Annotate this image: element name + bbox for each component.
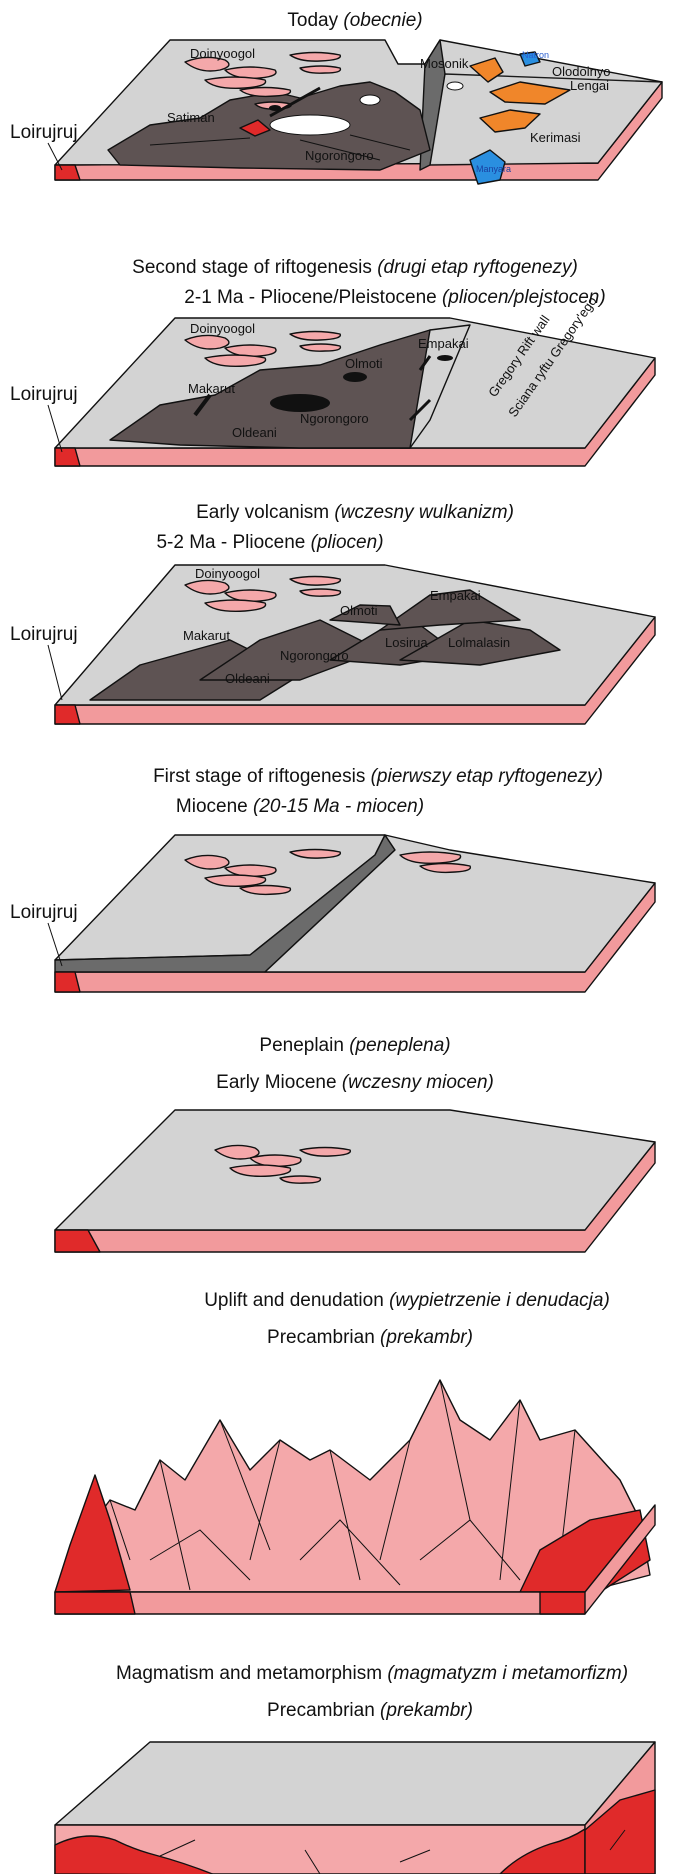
black-crater: [269, 105, 281, 111]
label-mosonik: Mosonik: [420, 56, 469, 71]
label-makarut: Makarut: [188, 381, 235, 396]
ngorongoro-crater-lake: [270, 115, 350, 135]
panel-magmatism-title: Magmatism and metamorphism (magmatyzm i …: [116, 1663, 628, 1684]
label-doinyoogol: Doinyoogol: [190, 46, 255, 61]
panel-first-stage-title: First stage of riftogenesis (pierwszy et…: [153, 766, 603, 787]
label-olmoti: Olmoti: [345, 356, 383, 371]
panel-magmatism-subtitle: Precambrian (prekambr): [267, 1700, 473, 1721]
panel-uplift: Uplift and denudation (wypietrzenie i de…: [55, 1290, 655, 1614]
label-losirua: Losirua: [385, 635, 428, 650]
label-oldeani: Oldeani: [232, 425, 277, 440]
panel-second-stage-title: Second stage of riftogenesis (drugi etap…: [132, 257, 578, 278]
panel-early-volcanism-title: Early volcanism (wczesny wulkanizm): [196, 502, 514, 523]
red-corner: [55, 165, 80, 180]
panel-peneplain: Peneplain (peneplena) Early Miocene (wcz…: [55, 1035, 655, 1252]
label-empakai: Empakai: [418, 336, 469, 351]
empakai-black: [437, 355, 453, 361]
label-loirujruj: Loirujruj: [10, 384, 78, 405]
label-loirujruj: Loirujruj: [10, 902, 78, 923]
red-corner: [55, 1592, 135, 1614]
red-corner-right: [540, 1592, 585, 1614]
panel-magmatism: Magmatism and metamorphism (magmatyzm i …: [55, 1663, 655, 1874]
panel-uplift-subtitle: Precambrian (prekambr): [267, 1327, 473, 1348]
label-ngorongoro: Ngorongoro: [300, 411, 369, 426]
label-lengai: Lengai: [570, 78, 609, 93]
label-natron: Natron: [522, 50, 549, 60]
olmoti-black: [343, 372, 367, 382]
panel-early-volcanism: Early volcanism (wczesny wulkanizm) 5-2 …: [10, 502, 655, 724]
label-loirujruj: Loirujruj: [10, 122, 78, 143]
label-manyara: Manyara: [476, 164, 511, 174]
label-makarut: Makarut: [183, 628, 230, 643]
label-empakai: Empakai: [430, 588, 481, 603]
label-oldeani: Oldeani: [225, 671, 270, 686]
leader-line: [48, 645, 62, 700]
small-lake: [447, 82, 463, 90]
label-doinyoogol: Doinyoogol: [190, 321, 255, 336]
panel-uplift-title: Uplift and denudation (wypietrzenie i de…: [204, 1290, 610, 1311]
panel-today: Today (obecnie): [10, 10, 662, 184]
label-olmoti: Olmoti: [340, 603, 378, 618]
label-ngorongoro: Ngorongoro: [280, 648, 349, 663]
red-corner: [55, 972, 80, 992]
red-corner: [55, 448, 80, 466]
label-satiman: Satiman: [167, 110, 215, 125]
label-loirujruj: Loirujruj: [10, 624, 78, 645]
label-olodoinyo: Olodoinyo: [552, 64, 611, 79]
panel-first-stage-subtitle: Miocene (20-15 Ma - miocen): [176, 796, 424, 817]
panel-second-stage: Second stage of riftogenesis (drugi etap…: [10, 257, 655, 466]
label-lolmalasin: Lolmalasin: [448, 635, 510, 650]
label-kerimasi: Kerimasi: [530, 130, 581, 145]
block-top-surface: [55, 1742, 655, 1825]
ngorongoro-black: [270, 394, 330, 412]
panel-early-volcanism-subtitle: 5-2 Ma - Pliocene (pliocen): [156, 532, 383, 553]
panel-peneplain-subtitle: Early Miocene (wczesny miocen): [216, 1072, 494, 1093]
panel-first-stage: First stage of riftogenesis (pierwszy et…: [10, 766, 655, 992]
red-corner: [55, 705, 80, 724]
label-ngorongoro: Ngorongoro: [305, 148, 374, 163]
panel-today-title: Today (obecnie): [287, 10, 422, 31]
small-lake: [360, 95, 380, 105]
panel-second-stage-subtitle: 2-1 Ma - Pliocene/Pleistocene (pliocen/p…: [184, 287, 605, 308]
label-doinyoogol: Doinyoogol: [195, 566, 260, 581]
plateau-surface: [55, 1110, 655, 1230]
leader-line: [48, 405, 62, 452]
panel-peneplain-title: Peneplain (peneplena): [259, 1035, 450, 1056]
